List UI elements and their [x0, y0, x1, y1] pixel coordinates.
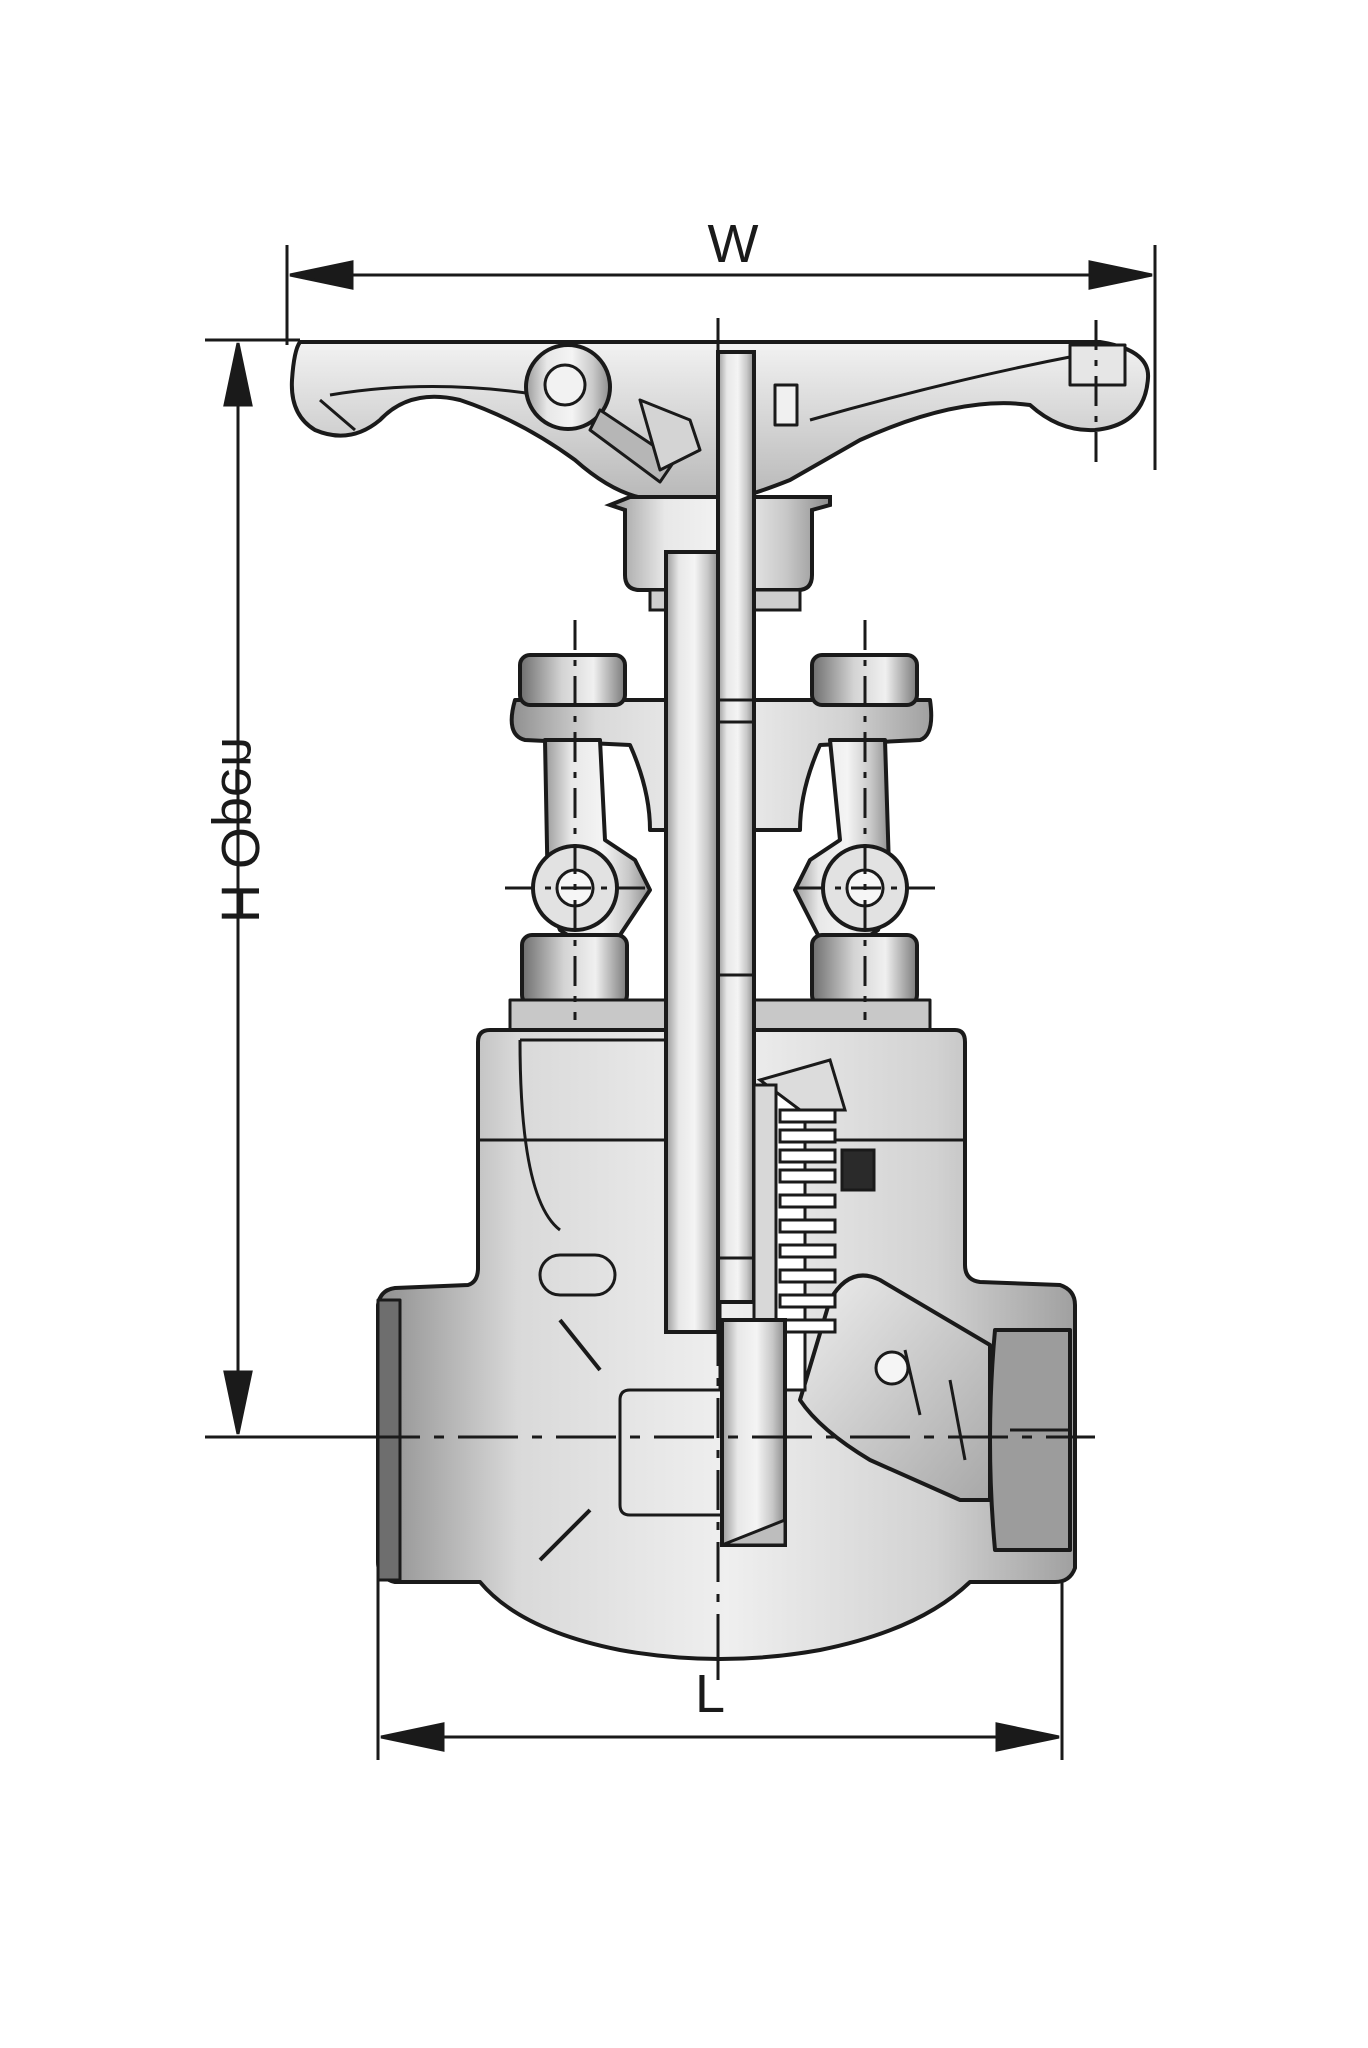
dimension-w-label: W	[708, 214, 759, 274]
dimension-h-open-label: H Open	[210, 737, 270, 923]
dimension-l-label: L	[695, 1664, 725, 1724]
dimension-l	[376, 1560, 1064, 1760]
outlet-port	[798, 1273, 1072, 1552]
centerlines	[360, 318, 1098, 1680]
packing-detail	[756, 1058, 876, 1392]
dimension-w	[285, 245, 1157, 470]
dimension-h-open	[205, 338, 360, 1439]
stem	[664, 350, 787, 1547]
